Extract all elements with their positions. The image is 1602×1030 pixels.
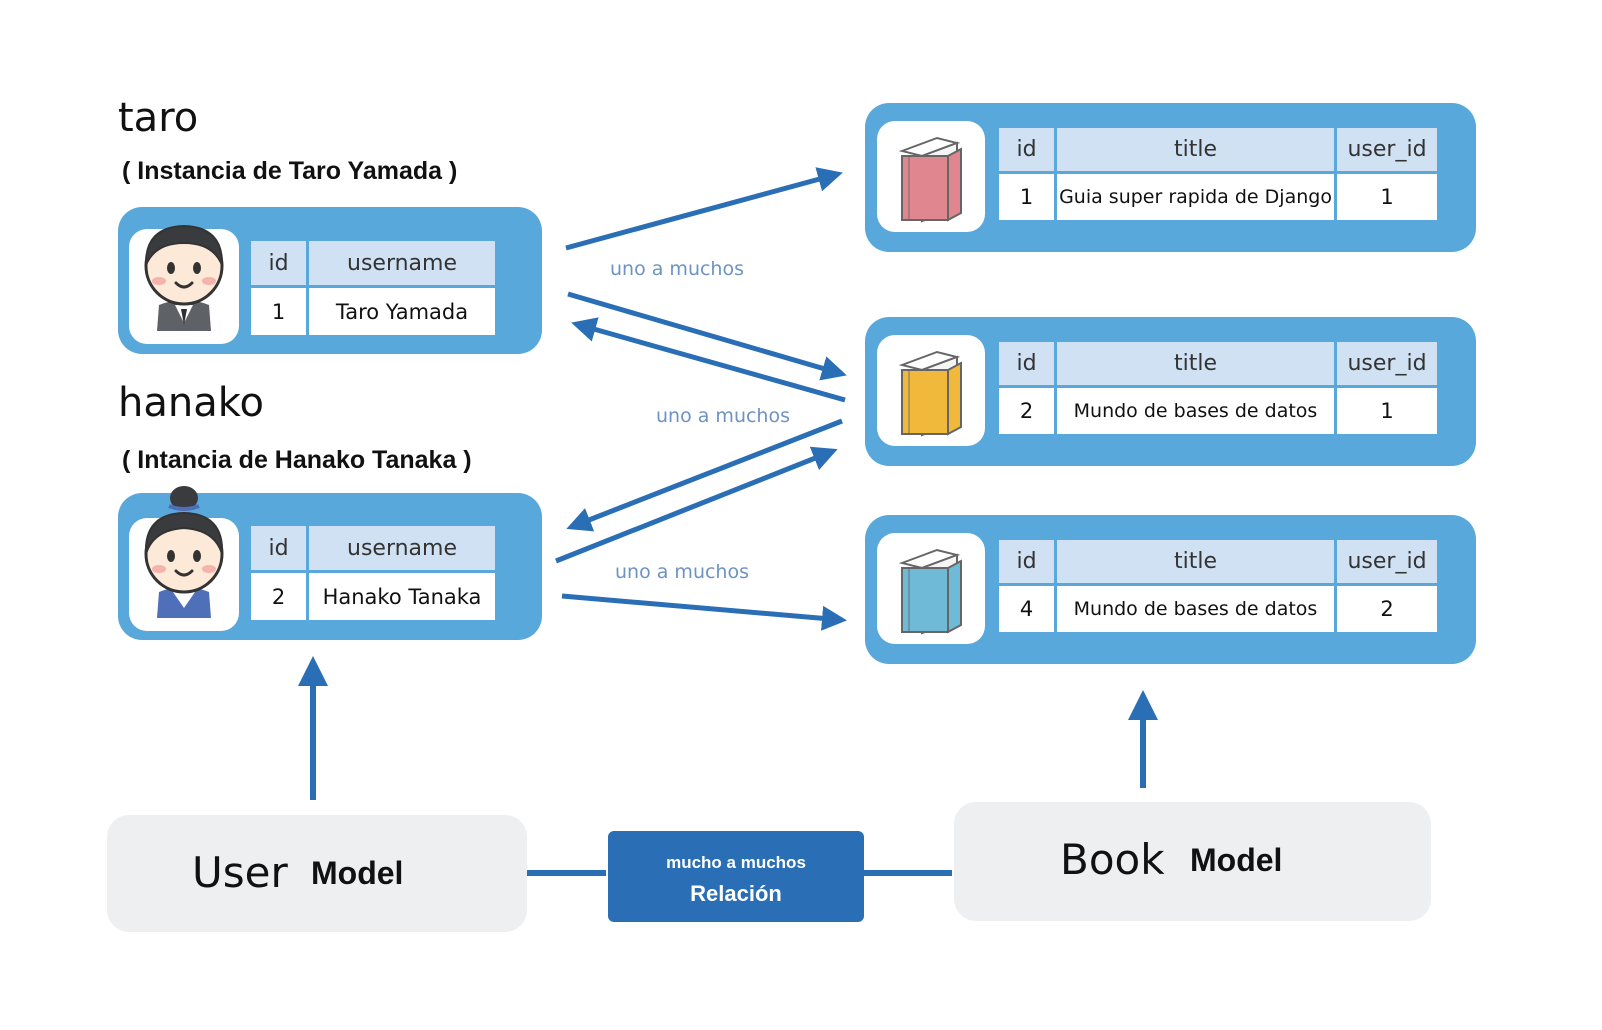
book-icon [898, 136, 962, 223]
many-to-many-relation-box: mucho a muchos Relación [608, 831, 864, 922]
table-header-row: id title user_id [999, 540, 1437, 583]
book-spine [947, 559, 962, 634]
cell-user-id: 1 [1337, 174, 1437, 220]
col-header-title: title [1057, 342, 1334, 385]
hanako-user-table: id username 2 Hanako Tanaka [248, 523, 498, 623]
book-1-image [877, 121, 985, 232]
table-row: 1 Taro Yamada [251, 288, 495, 335]
user-model-name: User [192, 848, 288, 897]
book-icon [898, 548, 962, 635]
user-model-keyword: Model [311, 855, 404, 891]
arrow-taro-to-book2 [567, 291, 847, 381]
book-card-1: id title user_id 1 Guia super rapida de … [865, 103, 1476, 252]
cell-user-id: 2 [1337, 586, 1437, 632]
arrow-taro-to-book1 [565, 167, 843, 251]
hanako-instance-name: hanako [118, 380, 264, 426]
col-header-id: id [999, 342, 1054, 385]
book-icon [898, 350, 962, 437]
user-model-box: User Model [107, 815, 527, 932]
table-header-row: id username [251, 241, 495, 285]
hanako-user-card: id username 2 Hanako Tanaka [118, 486, 542, 640]
col-header-username: username [309, 241, 495, 285]
book-model-box: Book Model [954, 802, 1431, 921]
book-spine [947, 361, 962, 436]
cell-id: 4 [999, 586, 1054, 632]
cell-username: Taro Yamada [309, 288, 495, 335]
table-header-row: id title user_id [999, 128, 1437, 171]
relation-label-book2: uno a muchos [656, 405, 790, 427]
taro-instance-name: taro [118, 95, 199, 141]
cell-id: 1 [999, 174, 1054, 220]
relation-label-taro: uno a muchos [610, 258, 744, 280]
book-model-name: Book [1060, 835, 1165, 884]
cell-title: Guia super rapida de Django [1057, 174, 1334, 220]
hanako-avatar [129, 486, 239, 631]
table-row: 2 Hanako Tanaka [251, 573, 495, 620]
cell-id: 1 [251, 288, 306, 335]
taro-user-table: id username 1 Taro Yamada [248, 238, 498, 338]
cell-title: Mundo de bases de datos [1057, 388, 1334, 434]
col-header-id: id [251, 241, 306, 285]
table-header-row: id username [251, 526, 495, 570]
taro-avatar [129, 224, 239, 344]
cell-title: Mundo de bases de datos [1057, 586, 1334, 632]
relation-label-hanako: uno a muchos [615, 561, 749, 583]
col-header-id: id [999, 128, 1054, 171]
taro-user-card: id username 1 Taro Yamada [118, 207, 542, 354]
col-header-username: username [309, 526, 495, 570]
book-1-table: id title user_id 1 Guia super rapida de … [996, 125, 1440, 223]
table-header-row: id title user_id [999, 342, 1437, 385]
cell-id: 2 [251, 573, 306, 620]
book-3-image [877, 533, 985, 644]
book-model-keyword: Model [1190, 842, 1283, 878]
book-2-table: id title user_id 2 Mundo de bases de dat… [996, 339, 1440, 437]
book-card-3: id title user_id 4 Mundo de bases de dat… [865, 515, 1476, 664]
book-spine [947, 147, 962, 222]
hanako-instance-subtitle: ( Intancia de Hanako Tanaka ) [122, 446, 472, 474]
arrow-hanako-to-book4 [561, 593, 847, 631]
arrow-book2-to-taro [571, 317, 846, 403]
col-header-title: title [1057, 128, 1334, 171]
man-avatar-icon [144, 224, 224, 331]
table-row: 4 Mundo de bases de datos 2 [999, 586, 1437, 632]
col-header-title: title [1057, 540, 1334, 583]
table-row: 1 Guia super rapida de Django 1 [999, 174, 1437, 220]
taro-instance-subtitle: ( Instancia de Taro Yamada ) [122, 157, 458, 185]
cell-id: 2 [999, 388, 1054, 434]
relation-title: Relación [690, 881, 782, 906]
col-header-user-id: user_id [1337, 540, 1437, 583]
col-header-user-id: user_id [1337, 128, 1437, 171]
col-header-id: id [251, 526, 306, 570]
table-row: 2 Mundo de bases de datos 1 [999, 388, 1437, 434]
woman-avatar-icon [144, 486, 224, 618]
book-3-table: id title user_id 4 Mundo de bases de dat… [996, 537, 1440, 635]
col-header-id: id [999, 540, 1054, 583]
book-2-image [877, 335, 985, 446]
arrow-book2-to-hanako [566, 418, 843, 532]
relation-type-label: mucho a muchos [666, 853, 806, 872]
col-header-user-id: user_id [1337, 342, 1437, 385]
arrow-hanako-to-book2 [555, 446, 838, 564]
cell-username: Hanako Tanaka [309, 573, 495, 620]
book-card-2: id title user_id 2 Mundo de bases de dat… [865, 317, 1476, 466]
cell-user-id: 1 [1337, 388, 1437, 434]
